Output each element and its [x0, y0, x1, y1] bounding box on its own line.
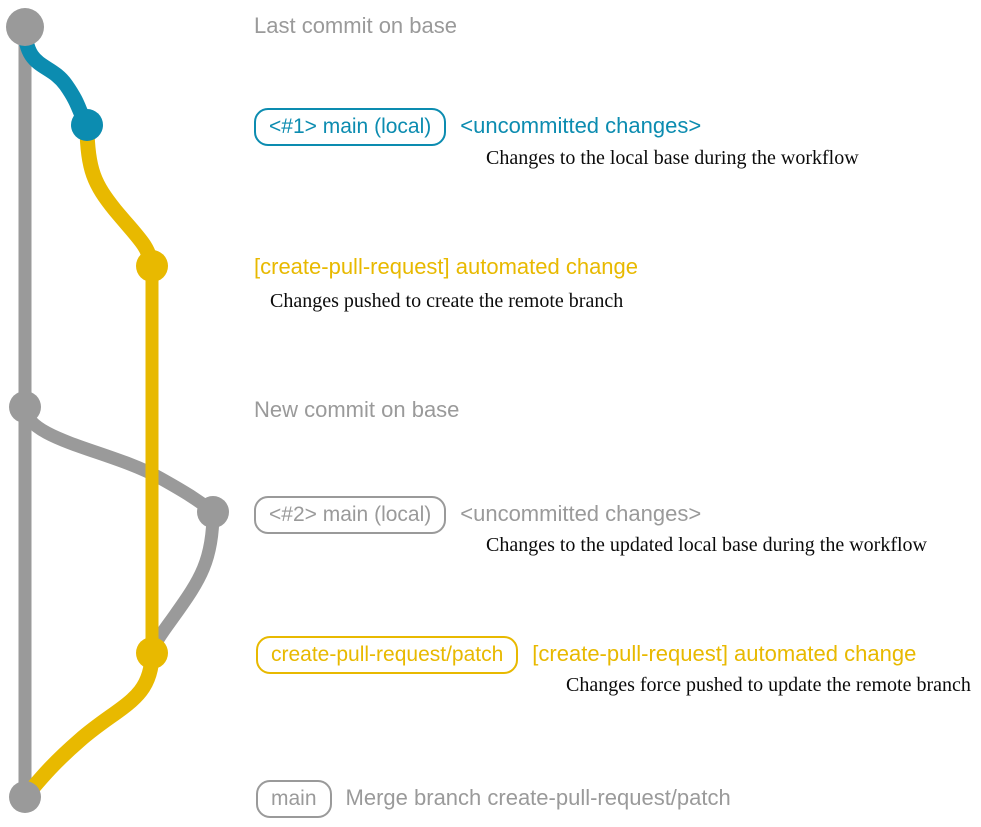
- commit-node-local-2: [197, 496, 229, 528]
- commit-row-last-commit-on-base: Last commit on base: [254, 13, 457, 39]
- commit-subject-local-2: <uncommitted changes>: [460, 501, 702, 526]
- commit-row-new-commit-on-base: New commit on base: [254, 397, 459, 423]
- commit-subject-local-1: <uncommitted changes>: [460, 113, 702, 138]
- commit-description-patch-create: Changes pushed to create the remote bran…: [270, 290, 624, 312]
- commit-node-base-new: [9, 391, 41, 423]
- edge-local-to-patch: [79, 117, 160, 274]
- commit-row-patch-create: [create-pull-request] automated change: [254, 254, 638, 279]
- commit-node-base-last: [6, 8, 44, 46]
- branch-badge-create-pull-request-patch[interactable]: create-pull-request/patch: [256, 636, 519, 674]
- commit-node-local-1: [71, 109, 103, 141]
- commit-node-patch-create: [136, 250, 168, 282]
- commit-row-local-1: <#1> main (local) <uncommitted changes>: [254, 108, 701, 146]
- commit-row-local-2: <#2> main (local) <uncommitted changes>: [254, 496, 701, 534]
- edge-base-to-merge: [18, 400, 220, 519]
- commit-row-merge: main Merge branch create-pull-request/pa…: [256, 780, 731, 818]
- commit-subject-patch-create: [create-pull-request] automated change: [254, 254, 639, 279]
- branch-badge-main[interactable]: main: [256, 780, 332, 818]
- commit-subject-patch-update: [create-pull-request] automated change: [532, 641, 917, 666]
- branch-badge-main-local-2[interactable]: <#2> main (local): [254, 496, 447, 534]
- edge-patch-to-base: [17, 645, 160, 805]
- edge-merge-to-patch: [145, 505, 220, 660]
- commit-description-patch-update: Changes force pushed to update the remot…: [566, 674, 971, 696]
- commit-description-local-2: Changes to the updated local base during…: [486, 534, 927, 556]
- commit-subject-new-commit-on-base: New commit on base: [254, 397, 460, 422]
- commit-subject-merge: Merge branch create-pull-request/patch: [345, 785, 731, 810]
- commit-subject-last-commit-on-base: Last commit on base: [254, 13, 457, 38]
- commit-node-patch-update: [136, 637, 168, 669]
- commit-description-local-1: Changes to the local base during the wor…: [486, 147, 859, 169]
- commit-node-merge: [9, 781, 41, 813]
- branch-badge-main-local-1[interactable]: <#1> main (local): [254, 108, 447, 146]
- commit-row-patch-update: create-pull-request/patch [create-pull-r…: [256, 636, 916, 674]
